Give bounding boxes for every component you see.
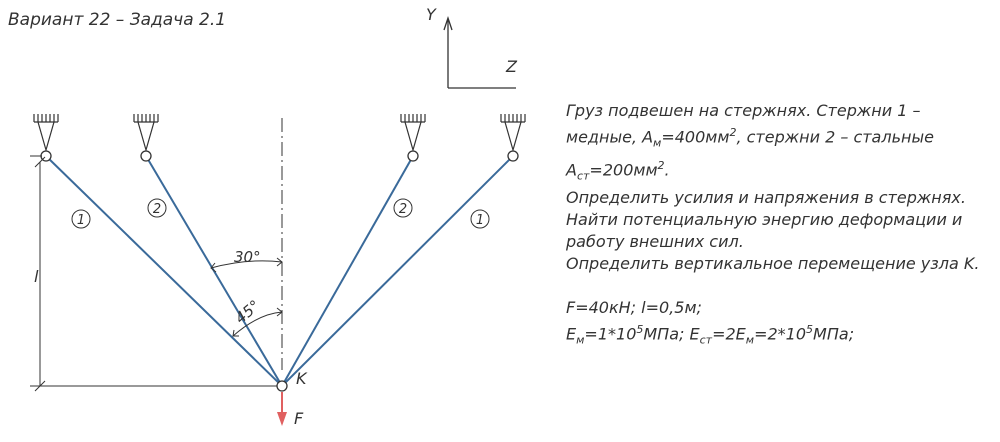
node-k-label: K: [296, 369, 308, 388]
task-title: Вариант 22 – Задача 2.1: [8, 10, 227, 30]
arc-45: [232, 311, 283, 337]
angle-arcs: [210, 257, 283, 337]
support-3: [400, 114, 426, 153]
hinge-3: [407, 150, 419, 162]
problem-line-2: медные, Aм=400мм2, стержни 2 – стальные: [566, 126, 934, 150]
problem-line-9: Eм=1*105МПа; Eст=2Eм=2*105МПа;: [566, 323, 855, 347]
problem-line-1: Груз подвешен на стержнях. Стержни 1 –: [566, 101, 921, 120]
problem-line-7: Определить вертикальное перемещение узла…: [566, 254, 980, 274]
node-k: [276, 380, 288, 392]
length-dimension: [30, 155, 280, 392]
angle-45-label: 45°: [232, 296, 264, 327]
supports: [33, 114, 526, 153]
force-arrow: [277, 392, 287, 426]
rod-label-1-left: 1: [77, 213, 85, 228]
rods: [45, 155, 514, 387]
truss-diagram: Y Z: [30, 5, 526, 428]
force-label: F: [294, 409, 304, 428]
rod-number-labels: [71, 198, 490, 229]
problem-line-4: Определить усилия и напряжения в стержня…: [566, 188, 966, 208]
rod-1-left: [45, 155, 283, 387]
arc-30: [210, 260, 283, 269]
support-4: [500, 114, 526, 153]
problem-line-6: работу внешних сил.: [566, 232, 744, 252]
rod-label-2-right: 2: [399, 202, 407, 217]
support-1: [33, 114, 59, 153]
problem-line-8: F=40кН; l=0,5м;: [566, 298, 702, 318]
rod-2-right: [281, 155, 414, 387]
hinge-2: [140, 150, 152, 162]
coordinate-axes: [443, 15, 516, 89]
hinges: [40, 150, 519, 162]
spacer: [566, 275, 996, 297]
problem-line-5: Найти потенциальную энергию деформации и: [566, 210, 963, 230]
problem-statement: Груз подвешен на стержнях. Стержни 1 – м…: [566, 100, 996, 352]
axis-y-label: Y: [426, 5, 437, 24]
angle-30-label: 30°: [234, 248, 261, 266]
hinge-4: [507, 150, 519, 162]
length-label: l: [34, 267, 39, 286]
support-2: [133, 114, 159, 153]
rod-1-right: [281, 155, 514, 387]
axis-z-label: Z: [505, 57, 518, 76]
problem-line-3: Aст=200мм2.: [566, 158, 670, 183]
rod-label-2-left: 2: [153, 202, 161, 217]
rod-label-1-right: 1: [476, 213, 484, 228]
